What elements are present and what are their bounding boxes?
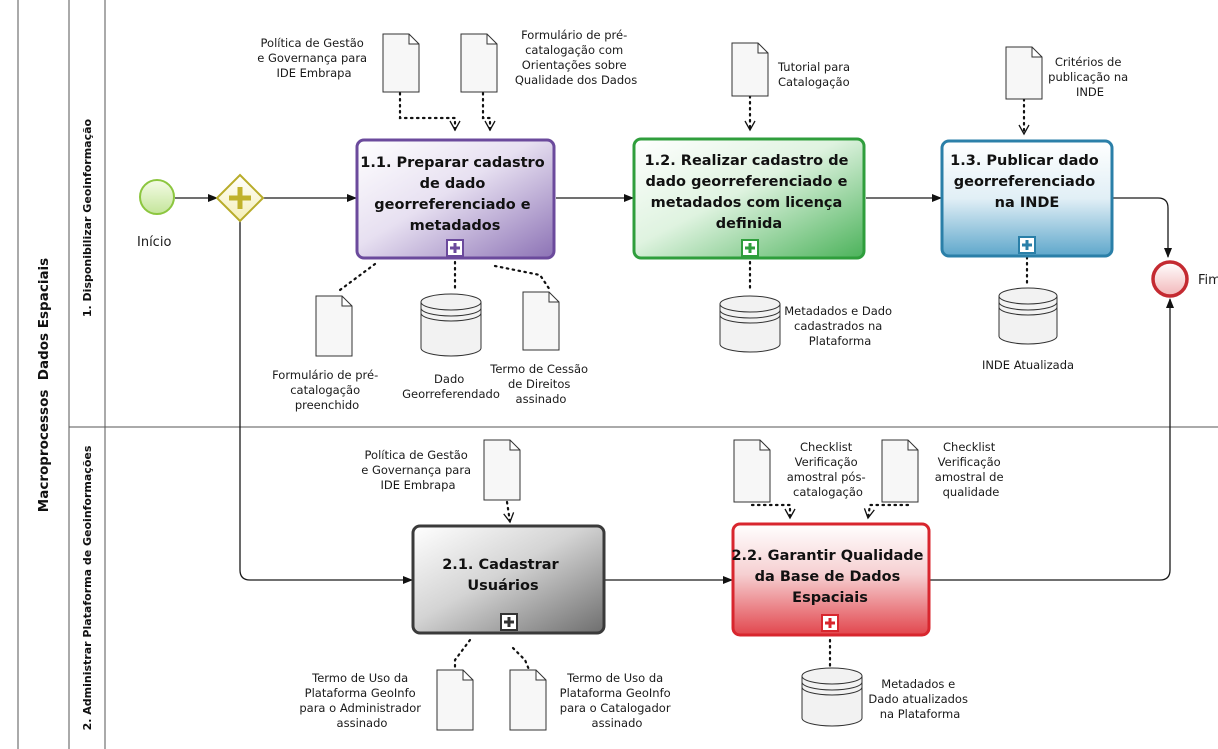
doc-criterios-label: Critérios de publicação na INDE <box>1048 55 1132 99</box>
db-inde-icon <box>998 287 1058 345</box>
db-metadados-cad-label: Metadados e Dado cadastrados na Platafor… <box>784 304 896 348</box>
lane-title-1: 1. Disponibilizar Geoinformação <box>81 118 94 317</box>
doc-politica-1-label: Política de Gestão e Governança para IDE… <box>257 36 371 80</box>
doc-termo-cessao-label: Termo de Cessão de Direitos assinado <box>489 362 591 406</box>
doc-politica-2-label: Política de Gestão e Governança para IDE… <box>361 448 475 492</box>
parallel-gateway[interactable] <box>215 173 265 223</box>
doc-politica-1-icon <box>382 33 420 93</box>
pool-title: Macroprocessos Dados Espaciais <box>36 258 52 512</box>
doc-politica-2-icon <box>483 439 521 501</box>
doc-tutorial-icon <box>731 42 769 97</box>
task-1-1[interactable]: 1.1. Preparar cadastro de dado georrefer… <box>355 138 556 260</box>
task-1-1-label: 1.1. Preparar cadastro de dado georrefer… <box>360 155 549 234</box>
doc-termo-catalog-icon <box>509 669 547 731</box>
db-dado-geo-label: Dado Georreferendado <box>402 372 500 401</box>
task-1-2-label: 1.2. Realizar cadastro de dado georrefer… <box>645 153 854 232</box>
task-1-3-label: 1.3. Publicar dado georreferenciado na I… <box>950 153 1104 211</box>
task-2-2[interactable]: 2.2. Garantir Qualidade da Base de Dados… <box>731 522 931 637</box>
doc-checklist-pos-label: Checklist Verificação amostral pós- cata… <box>787 440 870 499</box>
db-dado-geo-icon <box>420 293 482 357</box>
doc-termo-admin-icon <box>436 669 474 731</box>
doc-termo-admin-label: Termo de Uso da Plataforma GeoInfo para … <box>299 671 424 730</box>
task-1-2[interactable]: 1.2. Realizar cadastro de dado georrefer… <box>632 137 866 260</box>
task-2-1[interactable]: 2.1. Cadastrar Usuários <box>411 524 606 635</box>
task-2-2-label: 2.2. Garantir Qualidade da Base de Dados… <box>731 548 928 606</box>
end-event[interactable] <box>1151 260 1189 298</box>
task-2-1-label: 2.1. Cadastrar Usuários <box>442 557 564 594</box>
doc-checklist-qual-icon <box>881 439 919 503</box>
db-metadados-cad-icon <box>719 295 781 353</box>
doc-form-preenchido-icon <box>315 295 353 357</box>
db-metadados-atual-label: Metadados e Dado atualizados na Platafor… <box>868 677 971 721</box>
doc-termo-catalog-label: Termo de Uso da Plataforma GeoInfo para … <box>560 671 675 730</box>
doc-termo-cessao-icon <box>522 291 560 351</box>
doc-criterios-icon <box>1005 46 1043 100</box>
db-inde-label: INDE Atualizada <box>982 358 1074 372</box>
doc-form-pre-label: Formulário de pré- catalogação com Orien… <box>515 28 637 87</box>
task-1-3[interactable]: 1.3. Publicar dado georreferenciado na I… <box>940 139 1114 258</box>
start-event-label: Início <box>137 235 171 250</box>
doc-form-pre-icon <box>460 33 498 93</box>
pool: Macroprocessos Dados Espaciais 1. Dispon… <box>17 0 1218 749</box>
start-event[interactable] <box>139 179 175 215</box>
db-metadados-atual-icon <box>801 667 863 727</box>
lane-title-2: 2. Administrar Plataforma de Geoinformaç… <box>81 445 94 730</box>
doc-checklist-qual-label: Checklist Verificação amostral de qualid… <box>935 440 1007 499</box>
doc-form-preenchido-label: Formulário de pré- catalogação preenchid… <box>272 368 382 412</box>
doc-checklist-pos-icon <box>733 439 771 503</box>
associations <box>338 91 1030 674</box>
end-event-label: Fim <box>1198 273 1218 288</box>
doc-tutorial-label: Tutorial para Catalogação <box>777 60 854 89</box>
sequence-flows <box>175 194 1174 584</box>
